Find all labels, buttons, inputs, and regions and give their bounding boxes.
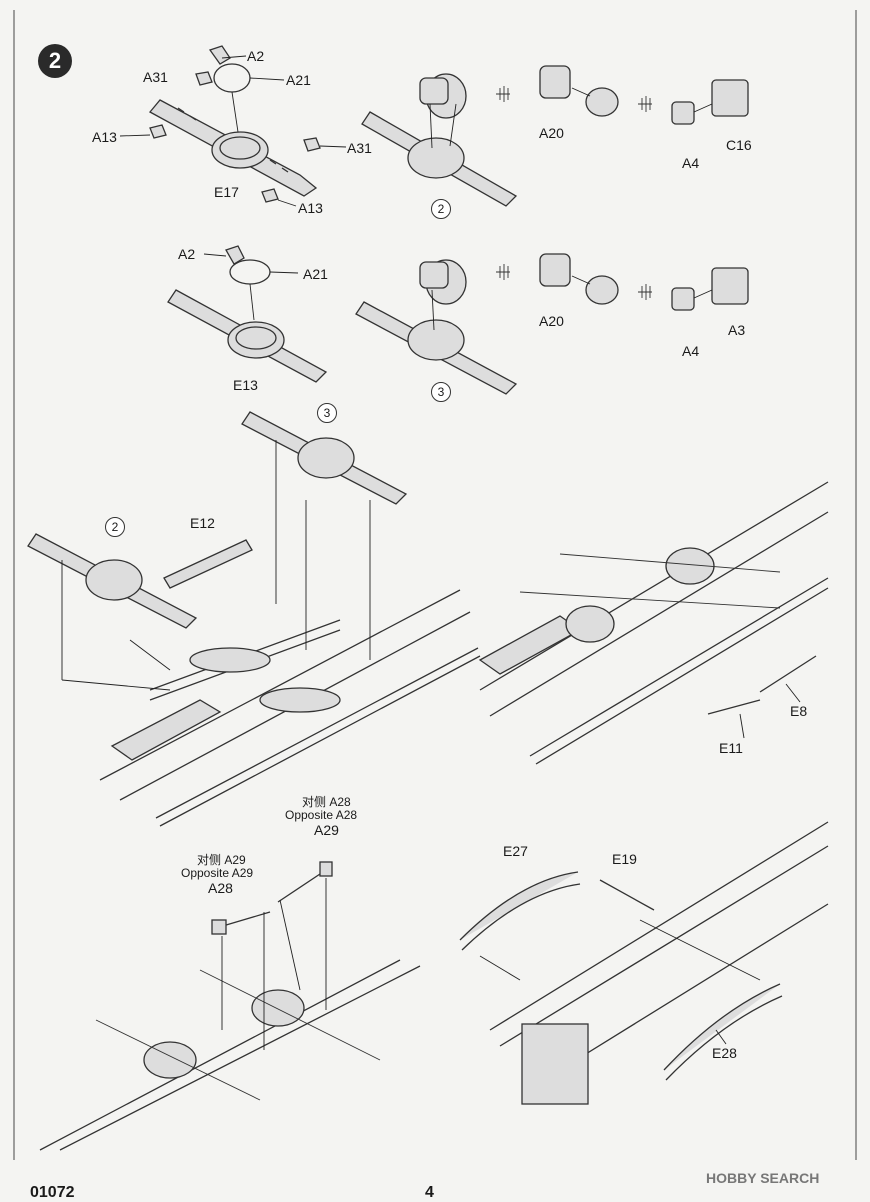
e19-rod [599,879,655,911]
callout-e13: E13 [233,377,258,393]
callout-a13: A13 [92,129,117,145]
callout-a3: A3 [728,322,746,338]
subassembly-ref-2: 2 [431,199,451,219]
callout-e11: E11 [719,740,743,756]
differential-assembly-drawing-2 [355,253,749,395]
callout-e19: E19 [612,851,637,867]
subassembly-ref-3: 3 [317,403,337,423]
callout-e17: E17 [214,184,239,200]
callout-a31: A31 [143,69,168,85]
callout-a4: A4 [682,155,700,171]
callout-a2: A2 [178,246,196,262]
callout-a31: A31 [347,140,372,156]
callout-e28: E28 [712,1045,737,1061]
subassembly-ref-2: 2 [105,517,125,537]
a21-cover-plate [213,63,251,93]
front-axle-exploded-drawing [119,45,347,207]
callout-a28: A28 [208,880,233,896]
direction-arrow [496,86,510,102]
rear-axle-exploded-drawing [167,245,328,383]
differential-assembly-drawing-1 [361,65,749,207]
callout-a29: A29 [314,822,339,838]
callout-c16: C16 [726,137,752,153]
callout-e8: E8 [790,703,808,719]
note-opposite-cn: 对侧 A29 [197,853,246,867]
torque-rod-drawing [39,861,421,1151]
callout-e12: E12 [190,515,215,531]
callout-a21: A21 [303,266,328,282]
callout-e27: E27 [503,843,528,859]
callout-a2: A2 [247,48,265,64]
note-opposite-cn: 对侧 A28 [302,795,351,809]
model-code: 01072 [30,1184,75,1201]
e12-driveshaft [163,539,253,589]
note-opposite-en: Opposite A28 [285,808,358,822]
callout-a21: A21 [286,72,311,88]
callout-a20: A20 [539,313,564,329]
note-opposite-en: Opposite A29 [181,866,254,880]
page-number: 4 [425,1184,434,1201]
assembled-rear-chassis-drawing [478,481,829,765]
e28-leaf-spring [663,983,781,1071]
callout-a4: A4 [682,343,700,359]
a2-part [208,45,231,65]
watermark-text: HOBBY SEARCH [706,1170,820,1186]
axle-to-chassis-drawing [27,411,481,827]
radiator-grille [521,1023,589,1105]
callout-a13: A13 [298,200,323,216]
step-number-badge: 2 [38,44,72,78]
callout-a20: A20 [539,125,564,141]
a21-cover-plate-2 [229,259,271,285]
subassembly-ref-3: 3 [431,382,451,402]
leaf-spring-drawing [459,821,829,1105]
e11-e8-links [707,655,817,715]
